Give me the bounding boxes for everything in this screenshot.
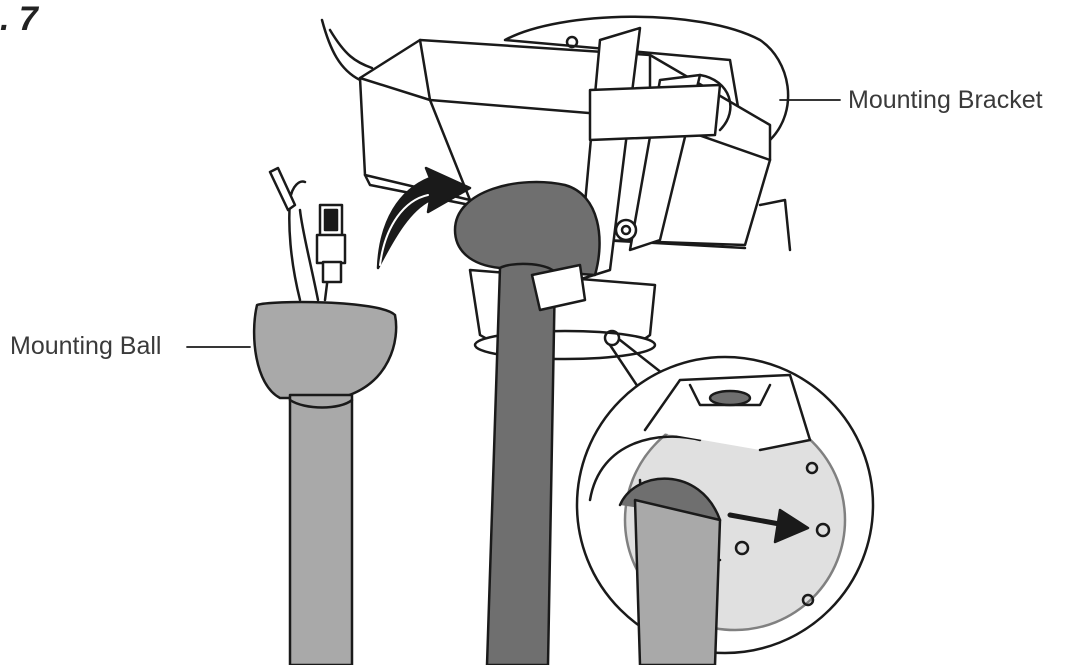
installed-downrod — [485, 262, 587, 665]
slot-arrow — [727, 508, 810, 544]
leader-lines — [186, 99, 841, 348]
rotation-arrow — [376, 166, 472, 270]
figure-number: . 7 — [0, 0, 38, 38]
seated-ball — [453, 180, 601, 277]
mounting-ball-assembly — [252, 300, 398, 665]
fan-wires — [268, 166, 347, 302]
mounting-ball-label: Mounting Ball — [10, 332, 162, 360]
ceiling-plate — [503, 15, 792, 252]
mounting-bracket-label: Mounting Bracket — [848, 86, 1043, 114]
detail-callout — [575, 338, 875, 665]
